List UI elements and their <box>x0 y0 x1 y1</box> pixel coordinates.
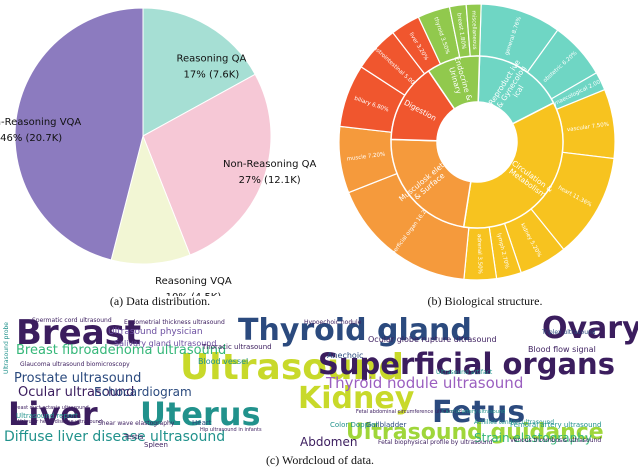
pie-slices <box>14 7 272 265</box>
caption-a: (a) Data distribution. <box>109 294 211 308</box>
wordcloud-word: Breast <box>16 313 142 353</box>
pie-chart: Reasoning QA 17% (7.6K) Non-Reasoning QA 27… <box>0 7 316 296</box>
pie-value-label: 17% (7.6K) <box>184 70 240 81</box>
wordcloud-word: Shear wave elastography <box>98 420 175 427</box>
wordcloud-word: Spleen <box>144 441 168 449</box>
pie-labels: Reasoning QA 17% (7.6K) Non-Reasoning QA 27… <box>0 54 316 296</box>
wordcloud-word: Testis <box>124 433 144 441</box>
sunburst-outer-label: adrenal 3.50% <box>476 234 483 274</box>
wordcloud-word: Venous thrombosis ultrasound <box>510 437 602 444</box>
pie-label: Non-Reasoning VQA <box>0 117 81 128</box>
wordcloud-word: Ultrasound probe <box>3 322 10 374</box>
wordcloud-word: Triplex ultrasound <box>542 329 596 336</box>
wordcloud-word: Heart <box>192 419 212 427</box>
sunburst-inner-segment <box>462 101 564 229</box>
sunburst-outer-ring: general 8.76%obstetric 6.20%gynaecologic… <box>338 3 616 281</box>
wordcloud-word: Superficial organs <box>318 347 615 381</box>
wordcloud-word: Liver <box>8 395 98 433</box>
wordcloud-word: Ultrasound <box>180 347 405 388</box>
wordcloud-word: Breast fibroadenoma ultrasound <box>16 343 227 358</box>
wordcloud-word: Ultrasound physician <box>108 327 203 337</box>
sunburst-inner-segment <box>427 55 481 110</box>
pie-slice <box>14 7 144 261</box>
wordcloud-word: Glaucoma ultrasound biomicroscopy <box>20 361 130 368</box>
sunburst-outer-label: muscle 7.20% <box>346 152 385 163</box>
pie-slice <box>142 7 256 137</box>
wordcloud-word: Hip ultrasound in infants <box>200 427 262 433</box>
pie-value-label: 10% (4.5K) <box>166 292 222 296</box>
pie-label: Reasoning VQA <box>155 276 232 287</box>
wordcloud-word: Salivary gland ultrasound <box>114 339 217 348</box>
wordcloud-word: Breast duct ectasia ultrasound <box>12 405 89 411</box>
wordcloud-word: Thoracic ultrasound <box>202 343 272 351</box>
sunburst-inner-segment <box>390 138 472 228</box>
caption-b: (b) Biological structure. <box>427 294 543 308</box>
pie-slice <box>110 134 191 265</box>
pie-label: Reasoning QA <box>176 54 246 65</box>
wordcloud-word: Abdomen <box>300 435 358 448</box>
wordcloud-word: Fetus <box>432 395 526 430</box>
wordcloud-word: Ultrasound report <box>16 412 78 420</box>
wordcloud-word: Ocular globe rupture ultrasound <box>368 335 497 344</box>
wordcloud-word: Achilles tendon ultrasound <box>474 419 555 426</box>
wordcloud-word: Carotid artery ultrasound <box>442 409 506 415</box>
wordcloud-word: Fetal abdominal circumference ultrasound <box>356 409 462 415</box>
wordcloud-word: Blood vessel <box>198 357 249 366</box>
pie-value-label: 46% (20.7K) <box>0 133 62 144</box>
wordcloud-word: Femoral artery ultrasound <box>510 421 602 429</box>
sunburst-chart: general 8.76%obstetric 6.20%gynaecologic… <box>338 3 616 281</box>
wordcloud-word: Kidney <box>298 381 415 416</box>
wordcloud-word: Thyroid gland <box>238 313 472 348</box>
wordcloud-word: Uterus <box>140 395 261 433</box>
wordcloud-word: Spermatic cord ultrasound <box>32 317 112 324</box>
sunburst-inner-ring: Reproduct ive& GynecologicalCirculation … <box>390 55 564 229</box>
sunburst-outer-label: breast 1.80% <box>455 13 466 50</box>
wordcloud-word: Endometrial thickness ultrasound <box>124 319 225 326</box>
wordcloud-word: Fetal biophysical profile by ultrasound <box>378 439 493 446</box>
wordcloud-word: Thyroid nodule ultrasound <box>326 374 524 392</box>
sunburst-outer-label: miscellaneous <box>470 10 477 49</box>
pie-value-label: 27% (12.1K) <box>239 175 301 186</box>
wordcloud-word: Ultrasound artifact <box>436 369 493 376</box>
wordcloud-word: Ocular ultrasound <box>18 385 135 400</box>
wordcloud-word: Prostate ultrasound <box>14 371 142 386</box>
wordcloud-word: Ultrasound guidance <box>346 420 604 445</box>
wordcloud-word: Hypoechoic nodule <box>304 319 362 326</box>
wordcloud-word: Strain elastography <box>474 431 592 445</box>
pie-label: Non-Reasoning QA <box>223 159 317 170</box>
wordcloud-word: Blood flow signal <box>528 345 596 354</box>
pie-slice <box>142 73 272 256</box>
wordcloud-word: Gallbladder <box>366 421 407 429</box>
wordcloud-word: Ovary <box>542 312 638 346</box>
wordcloud-word: Valvular heart disease ultrasound <box>18 419 103 425</box>
sunburst-outer-label: vascular 7.50% <box>567 122 610 134</box>
wordcloud-word: Diffuse liver disease ultrasound <box>4 429 226 445</box>
caption-c: (c) Wordcloud of data. <box>265 453 375 467</box>
wordcloud-word: Echocardiogram <box>94 385 192 399</box>
wordcloud-word: Anechoic <box>327 351 364 360</box>
wordcloud-word: Color Doppler <box>330 421 379 429</box>
